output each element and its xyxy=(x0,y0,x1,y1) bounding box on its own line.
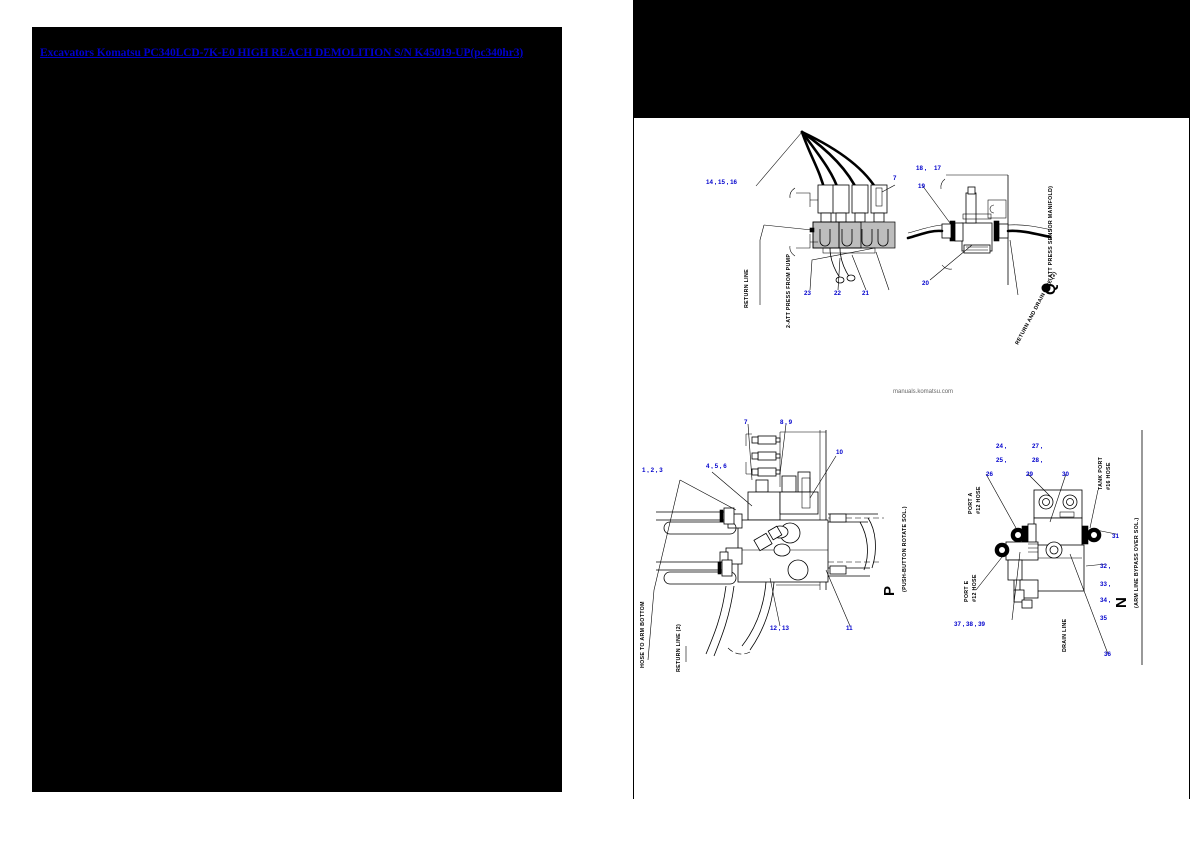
document-title-link[interactable]: Excavators Komatsu PC340LCD-7K-E0 HIGH R… xyxy=(40,47,524,59)
callout-35: 35 xyxy=(1100,615,1107,622)
view-letter-n: N xyxy=(1113,597,1130,608)
callout-31: 31 xyxy=(1112,533,1119,540)
label-drain-line: DRAIN LINE xyxy=(1062,619,1068,652)
att-press-sensor-manifold-drawing: 18 , 17 19 20 Q (ATT PRESS SENSOR MANIFO… xyxy=(906,165,1059,346)
label-att-press-from-pump: 2-ATT PRESS FROM PUMP xyxy=(786,254,792,328)
callout-27: 27 , xyxy=(1032,443,1043,450)
label-tank-hose: #16 HOSE xyxy=(1106,462,1112,490)
right-drawing-page xyxy=(633,27,1190,799)
label-return-line-p: RETURN LINE (2) xyxy=(676,624,682,672)
callout-25: 25 , xyxy=(996,457,1007,464)
callout-21: 21 xyxy=(862,290,869,297)
callout-34: 34 , xyxy=(1100,597,1111,604)
label-port-a: PORT A xyxy=(968,492,974,514)
label-tank-port: TANK PORT xyxy=(1098,456,1104,490)
callout-37-38-39: 37 , 38 , 39 xyxy=(954,621,986,628)
arm-line-bypass-over-sol-drawing: 24 , 27 , 25 , 28 , 26 29 30 31 32 , 33 … xyxy=(954,430,1143,665)
callout-14-15-16: 14 , 15 , 16 xyxy=(706,179,738,186)
label-port-e: PORT E xyxy=(964,580,970,602)
view-n-caption: (ARM LINE BYPASS OVER SOL.) xyxy=(1134,518,1140,608)
callout-p-7: 7 xyxy=(744,419,748,426)
callout-23: 23 xyxy=(804,290,811,297)
label-return-line: RETURN LINE xyxy=(744,269,750,308)
view-p-caption: (PUSH-BUTTON ROTATE SOL.) xyxy=(902,506,908,592)
callout-11: 11 xyxy=(846,625,853,632)
left-document-page: Excavators Komatsu PC340LCD-7K-E0 HIGH R… xyxy=(32,27,562,792)
callout-30: 30 xyxy=(1062,471,1069,478)
callout-29: 29 xyxy=(1026,471,1033,478)
view-letter-q: Q xyxy=(1042,283,1059,295)
callout-33: 33 , xyxy=(1100,581,1111,588)
callout-32: 32 , xyxy=(1100,563,1111,570)
view-letter-p: P xyxy=(881,586,898,596)
callout-17: 17 xyxy=(934,165,941,172)
callout-7: 7 xyxy=(893,175,897,182)
callout-28: 28 , xyxy=(1032,457,1043,464)
callout-10: 10 xyxy=(836,449,843,456)
callout-8-9: 8 , 9 xyxy=(780,419,793,426)
callout-22: 22 xyxy=(834,290,841,297)
label-port-a-hose: #12 HOSE xyxy=(976,486,982,514)
callout-26: 26 xyxy=(986,471,993,478)
callout-1-2-3: 1 , 2 , 3 xyxy=(642,467,663,474)
sheet-border-left xyxy=(633,27,634,799)
header-black-band xyxy=(633,0,1190,118)
view-q-caption: (ATT PRESS SENSOR MANIFOLD) xyxy=(1048,186,1054,280)
push-button-rotate-sol-drawing: 1 , 2 , 3 4 , 5 , 6 7 8 , 9 10 12 , 13 1… xyxy=(640,419,908,672)
callout-19: 19 xyxy=(918,183,925,190)
callout-20: 20 xyxy=(922,280,929,287)
label-hose-arm-bottom: HOSE TO ARM BOTTOM xyxy=(640,601,646,668)
callout-12-13: 12 , 13 xyxy=(770,625,789,632)
callout-24: 24 , xyxy=(996,443,1007,450)
callout-36: 36 xyxy=(1104,651,1111,658)
label-port-e-hose: #12 HOSE xyxy=(972,574,978,602)
solenoid-manifold-drawing: 14 , 15 , 16 7 23 22 21 RETURN LINE 2-AT… xyxy=(706,130,897,328)
watermark: manuals.komatsu.com xyxy=(893,389,954,395)
callout-18: 18 , xyxy=(916,165,927,172)
callout-4-5-6: 4 , 5 , 6 xyxy=(706,463,727,470)
